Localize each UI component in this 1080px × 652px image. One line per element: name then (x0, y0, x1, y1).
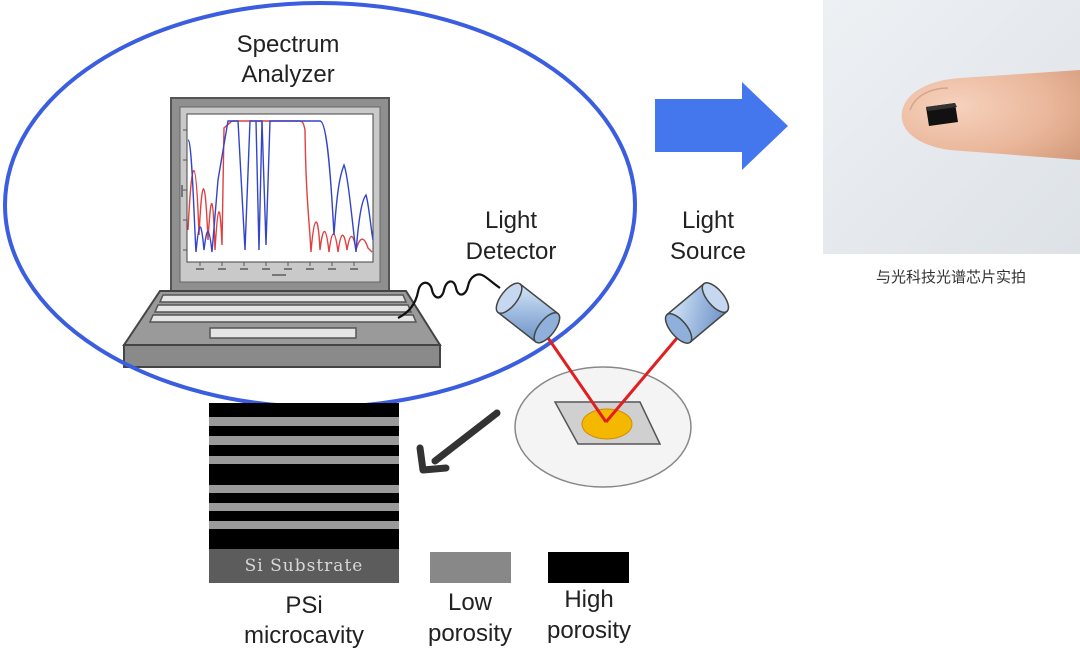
spectrum-notch-blue (255, 120, 263, 251)
light-source (664, 282, 730, 344)
laptop (122, 97, 442, 368)
label-spectrum-analyzer-line2: Analyzer (241, 61, 334, 88)
label-high-porosity-line1: High (564, 586, 613, 613)
label-light-detector-line1: Light (485, 207, 537, 234)
si-substrate-block (209, 549, 399, 583)
spectrum-curve-blue (187, 120, 374, 253)
laser-reflected-beam (544, 334, 608, 423)
finger (901, 70, 1080, 160)
arrow-right-icon (655, 82, 788, 170)
label-low-porosity-line1: Low (448, 589, 493, 616)
laptop-touchpad (209, 327, 357, 339)
label-psi-line2: microcavity (244, 622, 364, 649)
label-spectrum-analyzer-line1: Spectrum (237, 31, 340, 58)
fingernail-shade (909, 87, 949, 111)
photo-caption: 与光科技光谱芯片实拍 (876, 268, 1026, 286)
sample-spot (581, 408, 633, 440)
laptop-base-front (123, 344, 441, 368)
arrow-down-left-icon (416, 409, 501, 474)
legend-low-porosity-swatch (430, 552, 511, 583)
laser-incident-beam (604, 337, 679, 423)
laptop-keyboard (148, 294, 418, 323)
detector-cable (397, 273, 501, 319)
label-light-source-line1: Light (682, 207, 734, 234)
spectral-chip-top (926, 103, 957, 111)
spectrum-curve-red (187, 120, 373, 253)
label-light-detector-line2: Detector (466, 238, 557, 265)
label-light-source-line2: Source (670, 238, 746, 265)
psi-microcavity-stack: Si Substrate (209, 403, 399, 583)
legend-high-porosity-swatch (548, 552, 629, 583)
spectrum-plot-ticks (183, 129, 355, 266)
label-high-porosity-line2: porosity (547, 617, 631, 644)
label-psi-line1: PSi (285, 592, 322, 619)
spectrum-plot-tick-text (181, 185, 358, 276)
chip-photo (823, 0, 1080, 254)
label-low-porosity-line2: porosity (428, 620, 512, 647)
light-detector (495, 282, 561, 344)
label-si-substrate: Si Substrate (245, 556, 364, 576)
